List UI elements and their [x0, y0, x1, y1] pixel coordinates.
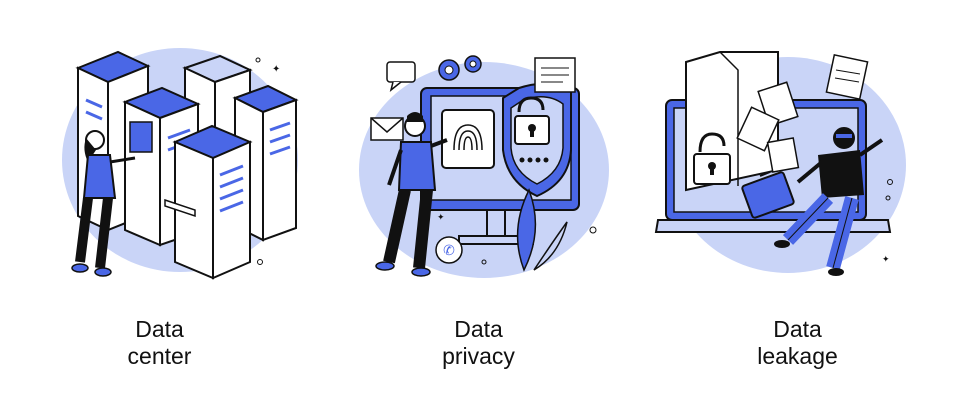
briefcase-icon: [741, 171, 795, 219]
padlock-icon: [693, 132, 731, 185]
person-figure: [774, 127, 884, 276]
panel-data-privacy: ✆ ✦ Data privacy: [319, 0, 638, 410]
caption-data-privacy: Data privacy: [319, 316, 638, 370]
chat-bubble-icon: [386, 61, 416, 92]
document-icon: [534, 57, 576, 93]
person-figure: [375, 112, 448, 277]
panel-data-center: ✦ Data center: [0, 0, 319, 410]
padlock-icon: [514, 96, 550, 145]
fingerprint-icon: [441, 109, 495, 169]
caption-line-1: Data: [135, 316, 184, 342]
data-center-illustration: ✦: [62, 48, 299, 280]
person-figure: [71, 130, 136, 277]
document-icon: [736, 53, 869, 173]
caption-line-2: privacy: [442, 343, 515, 369]
caption-line-2: center: [127, 343, 192, 369]
svg-text:✦: ✦: [272, 64, 280, 75]
caption-line-1: Data: [773, 316, 822, 342]
phone-icon: ✆: [435, 236, 463, 264]
envelope-icon: [370, 117, 404, 141]
caption-data-center: Data center: [0, 316, 319, 370]
svg-text:✦: ✦: [437, 212, 445, 222]
caption-data-leakage: Data leakage: [638, 316, 957, 370]
svg-text:✆: ✆: [443, 242, 455, 258]
caption-line-1: Data: [454, 316, 503, 342]
caption-line-2: leakage: [757, 343, 838, 369]
gear-icon: [438, 55, 482, 81]
data-privacy-illustration: ✆ ✦: [359, 55, 609, 278]
svg-text:✦: ✦: [882, 254, 890, 264]
data-leakage-illustration: ✦: [654, 51, 906, 276]
panel-data-leakage: ✦ Data leakage: [638, 0, 957, 410]
server-rack-icon: [164, 124, 253, 280]
